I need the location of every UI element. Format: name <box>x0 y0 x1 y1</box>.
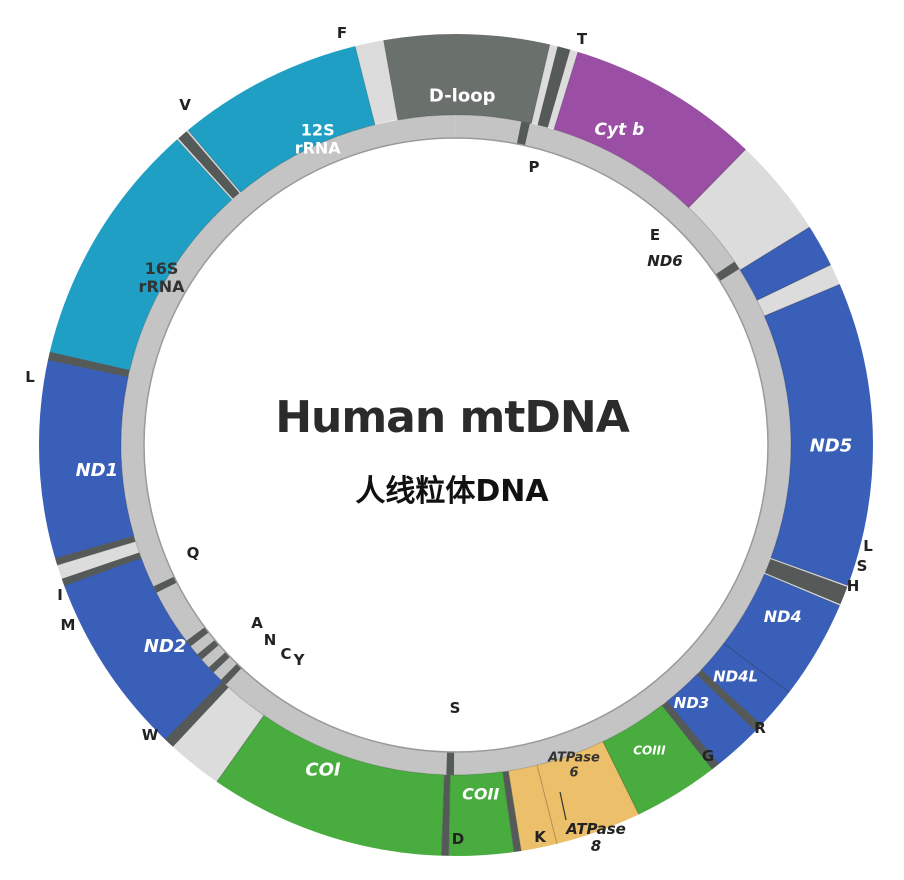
diagram-subtitle: 人线粒体DNA <box>355 474 549 509</box>
trna-label-13: W <box>142 726 159 744</box>
trna-band-0 <box>537 45 571 128</box>
trna-label-9: A <box>251 614 263 632</box>
trna-label-20: R <box>754 719 766 737</box>
trna-label-5: L <box>25 368 35 386</box>
gene-label-nd4l-0: ND4L <box>713 667 758 685</box>
trna-band-6 <box>502 770 522 853</box>
trna-band-7 <box>441 774 451 857</box>
gene-label-rrna12-1: rRNA <box>295 139 342 158</box>
outside-gene-label-0-0: ND6 <box>647 252 682 270</box>
inner-trna-band-3 <box>220 663 242 685</box>
gene-label-nd2-0: ND2 <box>144 636 187 657</box>
outer-outline <box>37 32 875 858</box>
trna-label-4: E <box>650 226 660 244</box>
trna-band-10 <box>54 535 136 566</box>
gene-label-cytb-0: Cyt b <box>595 120 645 140</box>
gene-label-nd4-0: ND4 <box>764 607 802 626</box>
inner-ring <box>121 115 792 775</box>
trna-band-8 <box>164 681 229 748</box>
trna-band-5 <box>661 701 720 771</box>
trna-label-6: Q <box>187 544 200 562</box>
gene-label-rrna12-0: 12S <box>301 120 335 139</box>
trna-label-14: S <box>450 699 461 717</box>
gene-segment-nd1 <box>37 358 135 560</box>
inner-trna-band-7 <box>153 576 178 593</box>
trna-label-18: S <box>857 557 868 575</box>
gene-label-coi-0: COI <box>305 760 341 781</box>
trna-band-4 <box>696 669 763 732</box>
diagram-title: Human mtDNA <box>275 392 630 443</box>
gene-label-dloop-0: D-loop <box>429 85 496 106</box>
trna-band-9 <box>60 552 142 586</box>
gene-label-rrna16-1: rRNA <box>139 277 186 296</box>
outside-gene-label-1-1: 8 <box>591 837 601 855</box>
trna-label-8: M <box>61 616 76 634</box>
trna-label-15: D <box>452 830 464 848</box>
outside-gene-label-1-0: ATPase <box>565 820 626 838</box>
inner-trna-band-1 <box>715 261 740 282</box>
gene-label-coiii-0: COIII <box>633 743 666 757</box>
trna-label-7: I <box>57 586 63 604</box>
gene-label-coii-0: COII <box>462 785 499 804</box>
trna-label-3: P <box>529 158 540 176</box>
trna-label-19: H <box>847 577 860 595</box>
gene-label-atpase6-1: 6 <box>569 766 578 781</box>
gene-label-nd3-0: ND3 <box>674 694 709 712</box>
trna-label-12: Y <box>293 651 306 669</box>
gene-label-nd1-0: ND1 <box>76 460 119 481</box>
trna-label-1: T <box>577 30 588 48</box>
inner-outline <box>143 137 769 753</box>
trna-label-11: C <box>280 645 291 663</box>
trna-label-16: K <box>534 828 547 846</box>
trna-label-10: N <box>264 631 277 649</box>
inner-trna-band-5 <box>197 639 220 660</box>
inner-trna-band-4 <box>208 652 231 673</box>
trna-label-2: V <box>179 96 191 114</box>
inner-trna-band-6 <box>186 627 209 647</box>
trna-label-17: L <box>863 537 873 555</box>
gene-segment-dloop <box>382 32 551 125</box>
inner-trna-band-0 <box>516 121 530 146</box>
gene-label-nd5-0: ND5 <box>810 435 853 456</box>
trna-label-21: G <box>702 747 714 765</box>
trna-band-3 <box>764 558 849 605</box>
gene-label-rrna16-0: 16S <box>145 259 179 278</box>
inner-trna-band-2 <box>446 751 455 775</box>
trna-band-2 <box>46 351 130 377</box>
atpase8-leader <box>559 791 567 821</box>
gene-label-atpase6-0: ATPase <box>547 751 600 766</box>
trna-band-1 <box>177 130 240 199</box>
trna-label-0: F <box>337 24 347 42</box>
